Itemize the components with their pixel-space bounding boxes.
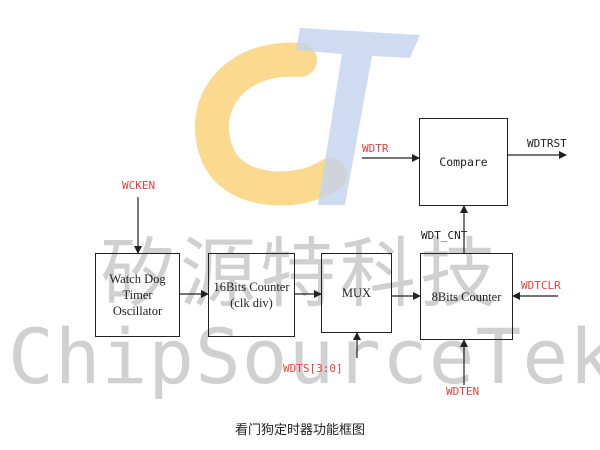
mux-block: MUX xyxy=(321,253,392,333)
watermark-english-text: ChipSourceTek xyxy=(8,312,600,401)
oscillator-label-line3: Oscillator xyxy=(112,304,163,318)
mux-label: MUX xyxy=(341,286,372,300)
compare-label: Compare xyxy=(439,155,488,169)
counter16-block: 16Bits Counter (clk div) xyxy=(208,253,295,337)
signal-wdts: WDTS[3:0] xyxy=(283,362,343,375)
counter16-label-line2: (clk div) xyxy=(230,296,273,310)
logo-orange-ring xyxy=(194,42,347,206)
signal-wdtclr: WDTCLR xyxy=(521,279,561,292)
counter8-block: 8Bits Counter xyxy=(420,253,513,340)
compare-block: Compare xyxy=(419,118,508,206)
signal-wdt-cnt: WDT_CNT xyxy=(421,229,468,242)
counter16-label-line1: 16Bits Counter xyxy=(213,280,290,294)
counter8-label: 8Bits Counter xyxy=(431,289,502,304)
signal-wdten: WDTEN xyxy=(446,385,480,398)
logo-blue-t xyxy=(296,28,420,205)
watermark-chinese-text: 矽源特科技 xyxy=(100,229,500,318)
signal-wdtrst: WDTRST xyxy=(527,137,567,150)
watchdog-oscillator-block: Watch Dog Timer Oscillator xyxy=(95,253,180,337)
oscillator-label-line1: Watch Dog xyxy=(109,272,166,286)
signal-wcken: WCKEN xyxy=(122,179,156,192)
oscillator-label-line2: Timer xyxy=(122,288,153,302)
signal-wdtr: WDTR xyxy=(362,142,389,155)
diagram-caption: 看门狗定时器功能框图 xyxy=(234,423,365,438)
